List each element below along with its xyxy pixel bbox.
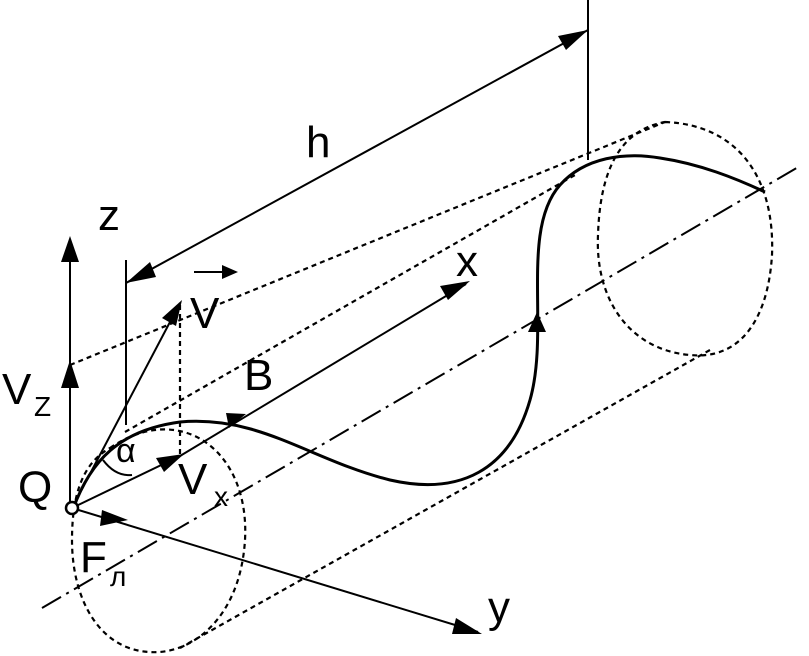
helix-trajectory: [70, 154, 766, 513]
y-axis: [71, 507, 479, 633]
vz-subscript: Z: [34, 391, 51, 422]
z-axis-arrow: [61, 236, 79, 262]
x-axis-arrow: [440, 281, 470, 300]
b-label: B: [244, 351, 273, 400]
y-axis-arrow: [452, 618, 482, 634]
charge-point: [64, 500, 80, 516]
x-axis: [179, 283, 467, 457]
y-label: y: [488, 583, 510, 632]
fl-arrow: [100, 510, 128, 526]
cylinder-axis: [41, 165, 801, 609]
v-overline-arrow: [222, 265, 238, 279]
fl-subscript: л: [110, 561, 126, 592]
h-arrow-right: [558, 30, 588, 50]
cylinder-bottom-edge: [179, 349, 711, 649]
x-label: x: [456, 237, 478, 286]
cylinder-far-end: [596, 120, 774, 357]
h-dimension-line: [125, 29, 589, 284]
fl-label: F: [80, 533, 107, 582]
h-arrow-left: [126, 262, 156, 283]
q-label: Q: [18, 463, 52, 512]
vx-label: V: [178, 455, 208, 504]
v-vector-arrow: [162, 300, 182, 326]
cylinder-top-edge: [69, 120, 666, 367]
h-label: h: [306, 118, 330, 167]
vx-subscript: x: [214, 481, 228, 512]
alpha-arc: [102, 459, 133, 477]
z-label: z: [98, 191, 120, 240]
vz-arrow: [61, 360, 79, 388]
vx-vector-arrow: [156, 454, 184, 472]
cylinder-near-end: [70, 428, 247, 654]
alpha-label: α: [116, 432, 136, 470]
v-vector: [71, 302, 181, 509]
helix-arrow-2: [528, 312, 546, 332]
v-label: V: [190, 289, 220, 338]
vz-label: V: [2, 365, 32, 414]
